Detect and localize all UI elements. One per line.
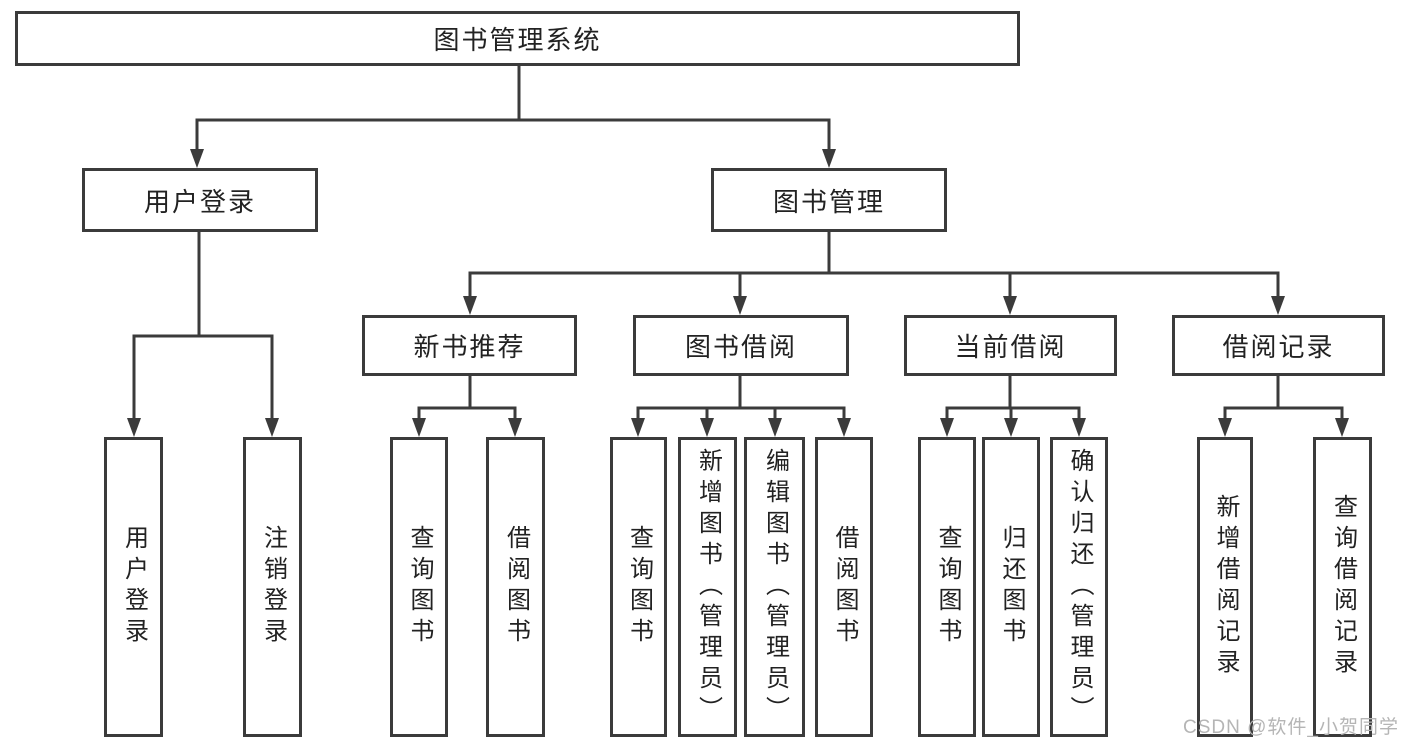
node-book-borrow: 图书借阅	[633, 315, 849, 376]
node-book-management: 图书管理	[711, 168, 947, 232]
node-user-login-label: 用户登录	[143, 186, 256, 217]
leaf-borrow-books-recommend-label: 借阅图书	[502, 525, 530, 649]
leaf-logout: 注销登录	[243, 437, 302, 737]
leaf-query-books-borrow: 查询图书	[610, 437, 667, 737]
node-current-borrow-label: 当前借阅	[954, 332, 1067, 362]
node-borrow-records-label: 借阅记录	[1222, 332, 1335, 362]
leaf-logout-label: 注销登录	[259, 525, 287, 649]
leaf-confirm-return-admin-label: 确认归还（管理员）	[1066, 447, 1093, 727]
node-book-management-label: 图书管理	[772, 186, 885, 217]
leaf-edit-book-admin-label: 编辑图书（管理员）	[761, 447, 789, 727]
csdn-watermark: CSDN @软件_小贺同学	[1183, 717, 1399, 738]
leaf-query-borrow-record: 查询借阅记录	[1313, 437, 1372, 737]
leaf-return-book-label: 归还图书	[998, 525, 1025, 649]
leaf-query-borrow-record-label: 查询借阅记录	[1329, 494, 1357, 680]
leaf-query-books-recommend: 查询图书	[390, 437, 448, 737]
leaf-add-book-admin-label: 新增图书（管理员）	[694, 447, 722, 727]
leaf-add-borrow-record-label: 新增借阅记录	[1212, 494, 1239, 680]
node-user-login: 用户登录	[82, 168, 318, 232]
leaf-add-book-admin: 新增图书（管理员）	[678, 437, 737, 737]
leaf-query-books-current: 查询图书	[918, 437, 976, 737]
leaf-query-books-borrow-label: 查询图书	[625, 525, 653, 649]
node-borrow-records: 借阅记录	[1172, 315, 1385, 376]
node-new-book-recommend-label: 新书推荐	[413, 332, 526, 362]
leaf-borrow-books-label: 借阅图书	[831, 525, 858, 649]
leaf-query-books-recommend-label: 查询图书	[406, 525, 433, 649]
node-root-label: 图书管理系统	[433, 25, 602, 55]
leaf-user-login-label: 用户登录	[120, 525, 148, 649]
leaf-return-book: 归还图书	[982, 437, 1040, 737]
leaf-user-login: 用户登录	[104, 437, 163, 737]
leaf-borrow-books: 借阅图书	[815, 437, 873, 737]
leaf-add-borrow-record: 新增借阅记录	[1197, 437, 1253, 737]
leaf-borrow-books-recommend: 借阅图书	[486, 437, 545, 737]
node-root: 图书管理系统	[15, 11, 1020, 66]
node-new-book-recommend: 新书推荐	[362, 315, 577, 376]
node-book-borrow-label: 图书借阅	[684, 332, 797, 362]
leaf-confirm-return-admin: 确认归还（管理员）	[1050, 437, 1108, 737]
node-current-borrow: 当前借阅	[904, 315, 1117, 376]
leaf-query-books-current-label: 查询图书	[934, 525, 961, 649]
leaf-edit-book-admin: 编辑图书（管理员）	[744, 437, 805, 737]
